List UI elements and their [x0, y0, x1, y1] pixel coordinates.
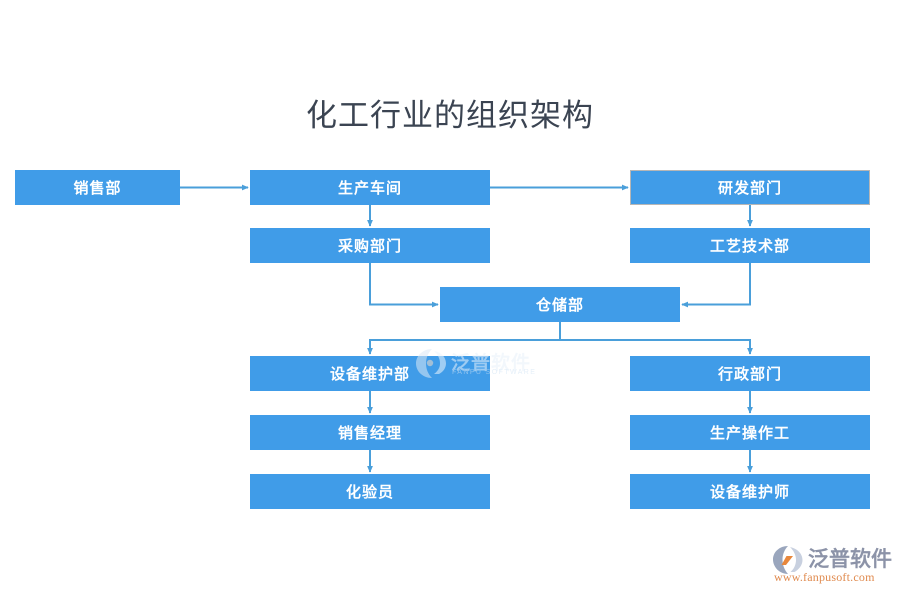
fanpu-brand-icon [773, 546, 803, 574]
node-sales-manager[interactable]: 销售经理 [250, 415, 490, 450]
node-sales-dept[interactable]: 销售部 [15, 170, 180, 205]
brand-url: www.fanpusoft.com [774, 570, 875, 584]
node-process-tech-dept[interactable]: 工艺技术部 [630, 228, 870, 263]
node-production-worker[interactable]: 生产操作工 [630, 415, 870, 450]
node-production-shop[interactable]: 生产车间 [250, 170, 490, 205]
edge-purchasing-to-warehouse [369, 263, 439, 308]
node-warehouse-dept[interactable]: 仓储部 [440, 287, 680, 322]
node-rd-dept[interactable]: 研发部门 [630, 170, 870, 205]
node-admin-dept[interactable]: 行政部门 [630, 356, 870, 391]
edge-warehouse-to-equip-maint [367, 322, 561, 355]
node-lab-technician[interactable]: 化验员 [250, 474, 490, 509]
edge-process-to-warehouse [681, 263, 751, 308]
brand-logo: 泛普软件 www.fanpusoft.com [772, 543, 892, 591]
node-equip-maint-dept[interactable]: 设备维护部 [250, 356, 490, 391]
node-equip-maintainer[interactable]: 设备维护师 [630, 474, 870, 509]
edge-warehouse-to-admin [559, 322, 753, 355]
node-purchasing-dept[interactable]: 采购部门 [250, 228, 490, 263]
page-title: 化工行业的组织架构 [306, 98, 594, 133]
brand-name: 泛普软件 [808, 548, 892, 571]
